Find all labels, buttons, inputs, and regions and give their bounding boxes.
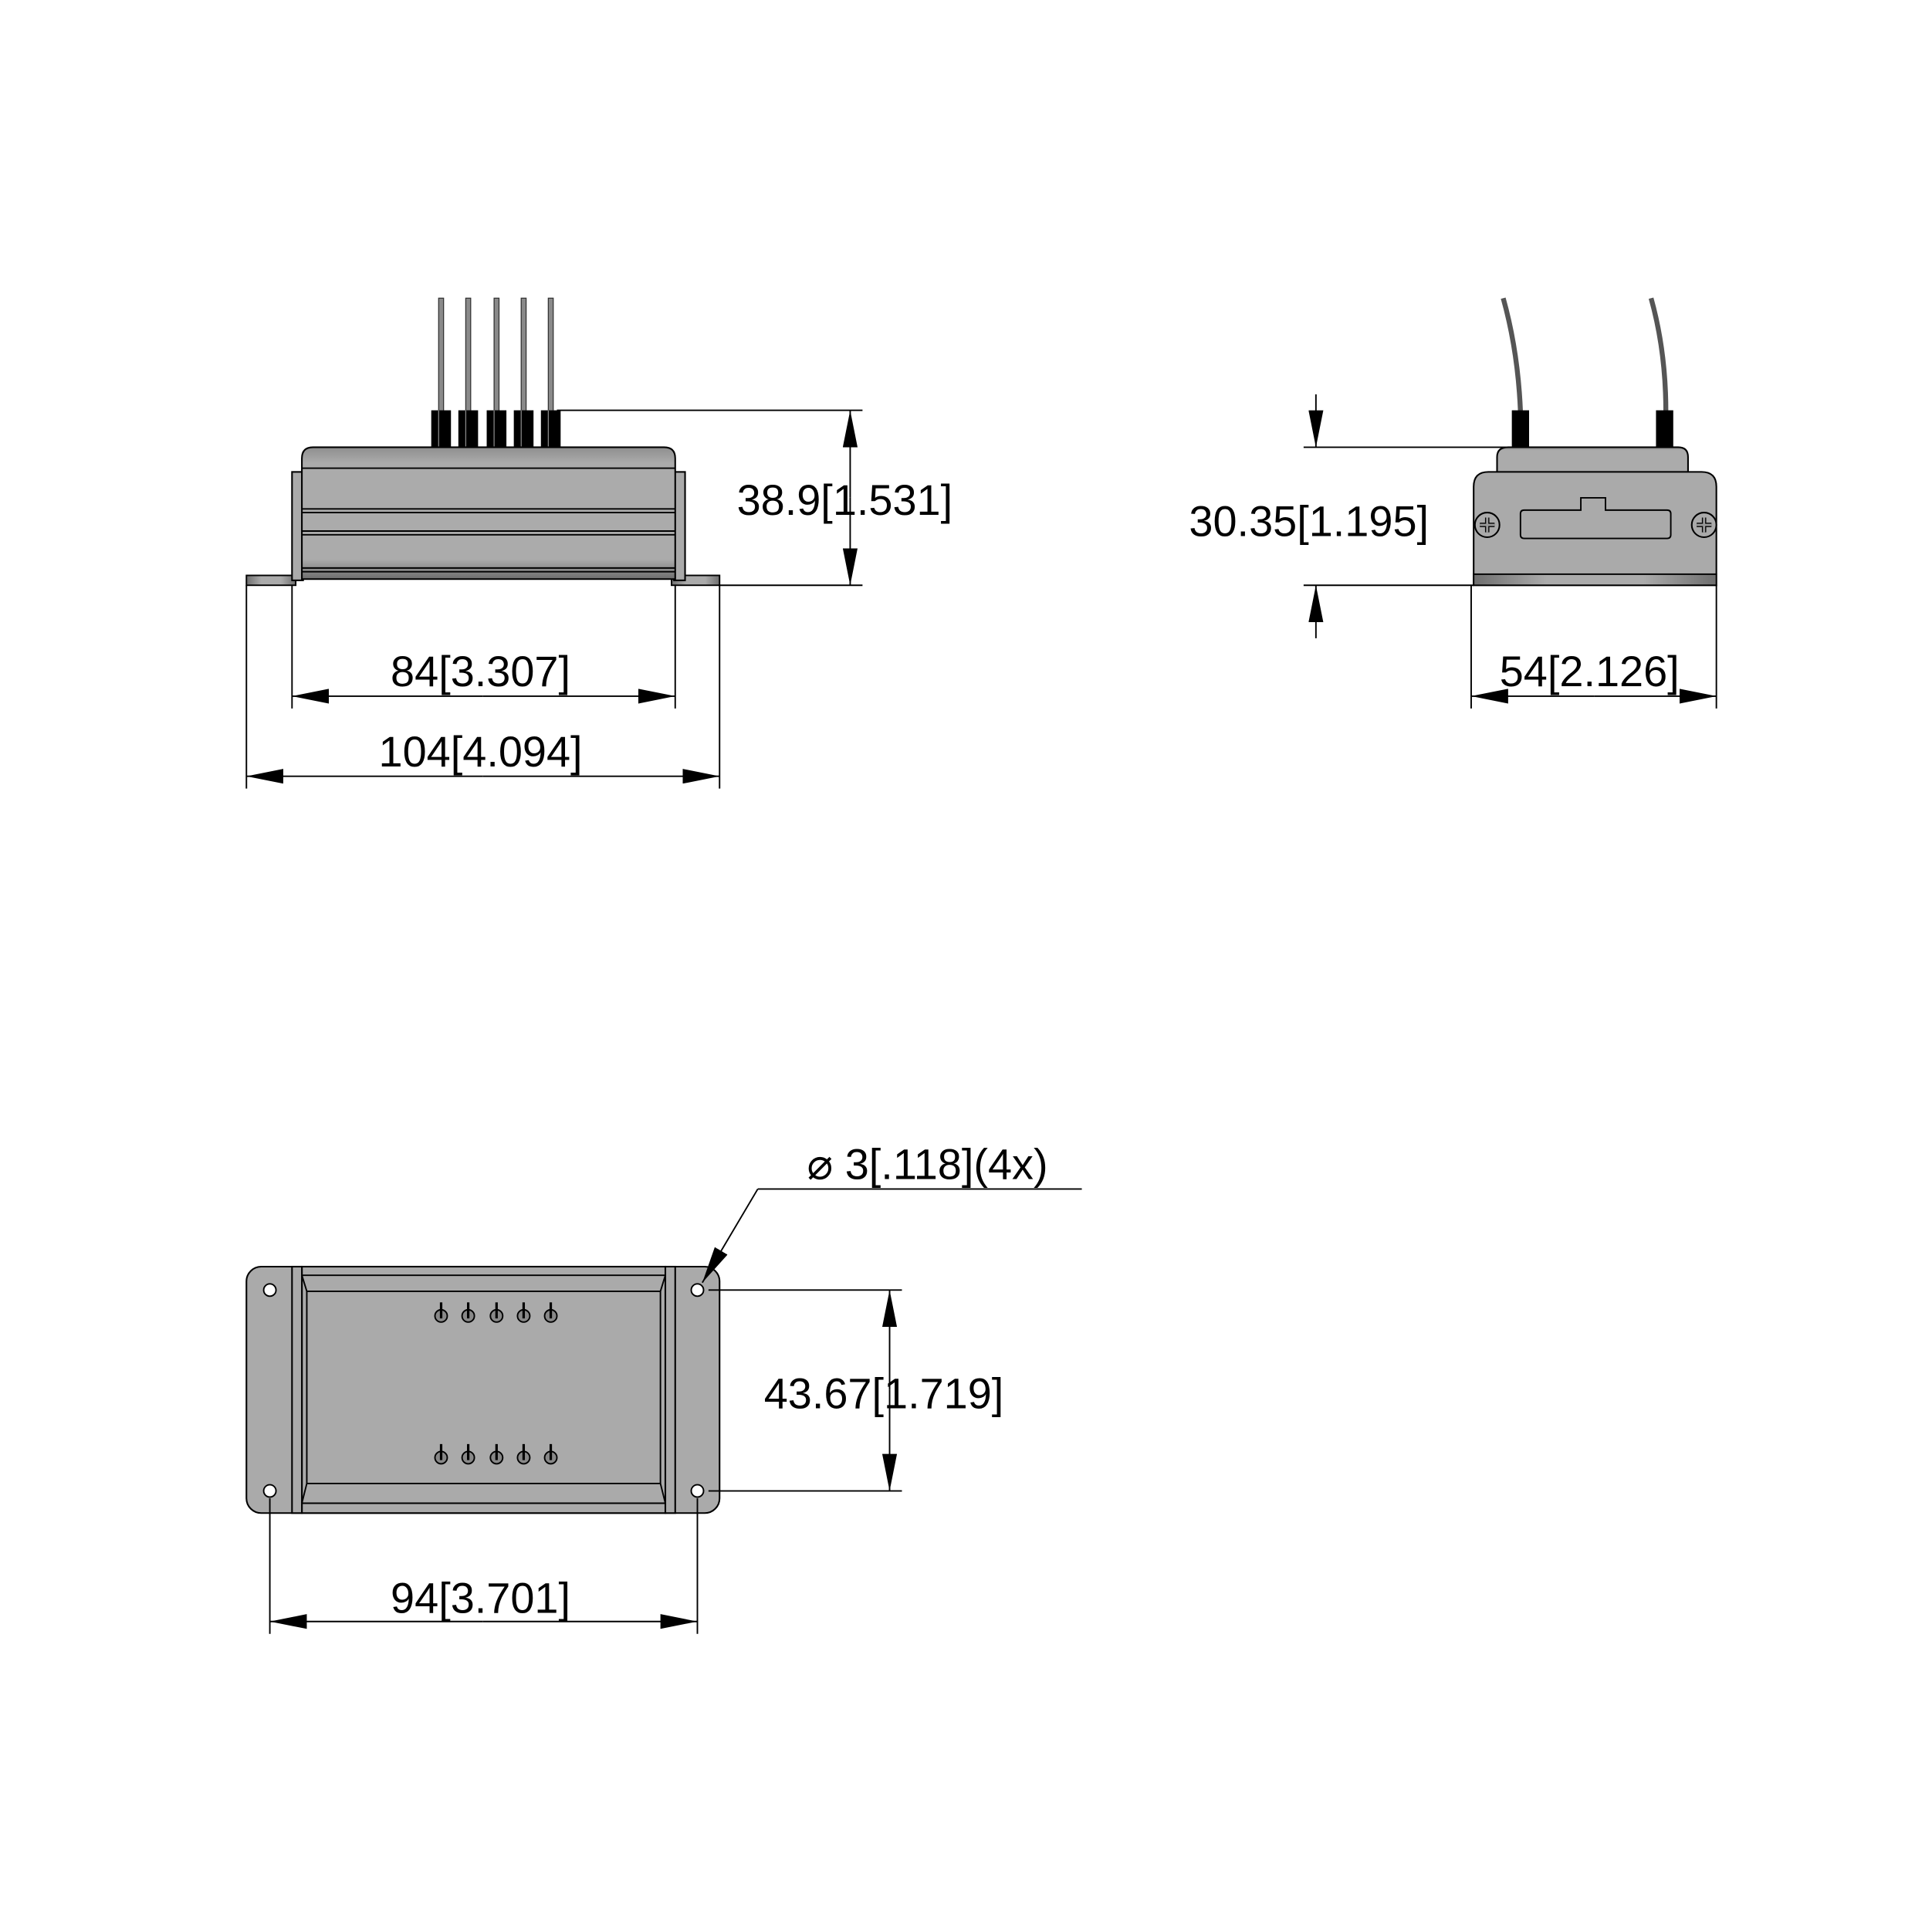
height-dimension-text: 38.9[1.531] — [737, 475, 953, 524]
overall-width-dimension-text: 104[4.094] — [379, 727, 583, 776]
front-view: 38.9[1.531] 84[3.307] 104[4.094] — [245, 297, 953, 789]
pin — [458, 297, 479, 449]
side-height-dimension-text: 30.35[1.195] — [1189, 496, 1429, 545]
hole-callout: ⌀ 3[.118](4x) — [702, 1140, 1082, 1284]
side-width-dimension-text: 54[2.126] — [1500, 647, 1680, 695]
pin — [486, 297, 507, 449]
connector-slot — [1519, 496, 1672, 540]
body-width-dimension-text: 84[3.307] — [391, 647, 570, 695]
dimension-side-height: 30.35[1.195] — [1189, 394, 1514, 638]
hole-callout-text: ⌀ 3[.118](4x) — [807, 1140, 1048, 1189]
housing-top — [1496, 446, 1689, 475]
hole-icon — [262, 1484, 277, 1498]
dimension-hole-horizontal: 94[3.701] — [269, 1498, 699, 1634]
flange-left — [245, 574, 297, 587]
hole-icon — [262, 1283, 277, 1298]
housing-bottom — [301, 1265, 667, 1514]
hole-icon — [690, 1484, 705, 1498]
mounting-holes — [262, 1283, 705, 1498]
housing-ribs — [302, 467, 675, 573]
bracket-strip-left — [291, 1265, 303, 1514]
screw-left-icon — [1474, 512, 1501, 539]
bottom-pins — [434, 1302, 558, 1465]
wire-right — [1648, 297, 1669, 412]
sleeve-left — [1511, 410, 1530, 449]
wire-left — [1501, 297, 1524, 412]
screw-right-icon — [1690, 512, 1717, 539]
end-plate-base — [1473, 573, 1717, 587]
dimension-body-width: 84[3.307] — [291, 585, 676, 709]
hole-horizontal-dimension-text: 94[3.701] — [391, 1574, 570, 1622]
pin-end — [434, 1302, 448, 1323]
dimension-side-width: 54[2.126] — [1470, 585, 1717, 709]
pin-end — [434, 1443, 448, 1465]
dimension-hole-vertical: 43.67[1.719] — [708, 1289, 1004, 1492]
pin-end — [543, 1302, 558, 1323]
bottom-view: ⌀ 3[.118](4x) 43.67[1.719] 94[3.701] — [245, 1140, 1082, 1634]
bottom-panel-bevel — [301, 1274, 666, 1504]
pin-end — [516, 1302, 531, 1323]
hole-icon — [690, 1283, 705, 1298]
pin — [513, 297, 534, 449]
pin-end — [516, 1443, 531, 1465]
dimension-height: 38.9[1.531] — [557, 409, 953, 587]
pin-end — [461, 1302, 475, 1323]
end-plate — [1473, 471, 1717, 587]
sleeve-right — [1656, 410, 1673, 449]
pin-end — [543, 1443, 558, 1465]
pin — [431, 297, 452, 449]
pin-end — [489, 1302, 504, 1323]
pin-end — [461, 1443, 475, 1465]
bracket-strip-right — [664, 1265, 676, 1514]
pin-end — [489, 1443, 504, 1465]
dimension-overall-width: 104[4.094] — [245, 585, 721, 789]
side-view: 30.35[1.195] 54[2.126] — [1189, 297, 1717, 709]
hole-vertical-dimension-text: 43.67[1.719] — [764, 1369, 1004, 1418]
pins — [431, 297, 561, 449]
pin — [540, 297, 561, 449]
